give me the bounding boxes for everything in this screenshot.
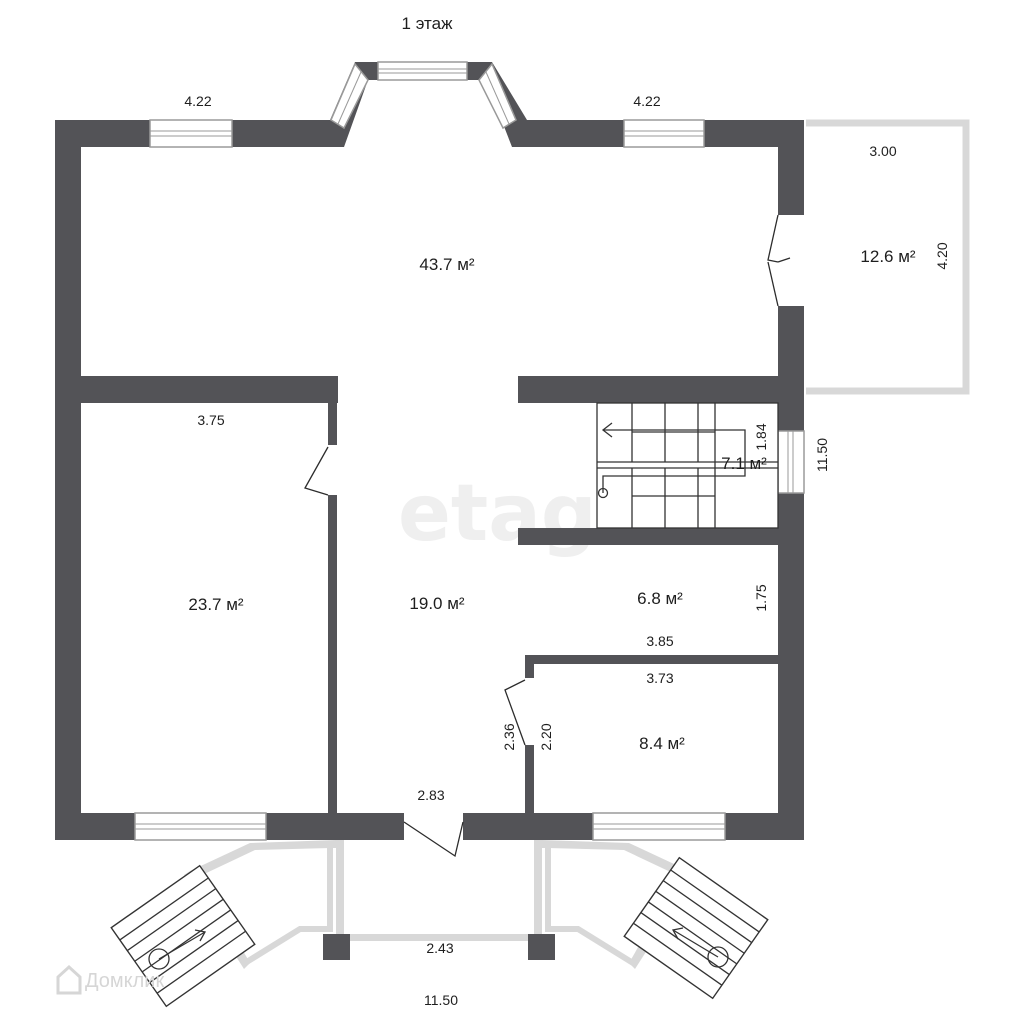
dim-terrace-depth: 4.20 xyxy=(934,242,950,269)
area-stairs: 7.1 м² xyxy=(721,454,767,473)
dim-top-left: 4.22 xyxy=(184,93,211,109)
area-bedroom: 23.7 м² xyxy=(188,595,243,614)
dim-storage-depth: 1.75 xyxy=(753,584,769,611)
dim-bottom-total: 11.50 xyxy=(424,992,458,1008)
dim-side-total: 11.50 xyxy=(814,438,830,472)
area-living: 43.7 м² xyxy=(419,255,474,274)
watermark-etagi: etagi xyxy=(398,469,623,559)
area-bath: 8.4 м² xyxy=(639,734,685,753)
dim-terrace-width: 3.00 xyxy=(869,143,896,159)
dim-porch-width: 2.43 xyxy=(426,940,453,956)
doors xyxy=(304,214,791,858)
house-logo-icon xyxy=(56,964,82,995)
dim-corridor-depth: 2.36 xyxy=(501,723,517,750)
watermark-corner: Домклик xyxy=(85,970,164,992)
dim-entrance-width: 2.83 xyxy=(417,787,444,803)
dim-top-right: 4.22 xyxy=(633,93,660,109)
dim-bath-width: 3.73 xyxy=(646,670,673,686)
floor-title: 1 этаж xyxy=(402,14,454,33)
dim-bedroom-width: 3.75 xyxy=(197,412,224,428)
porch xyxy=(110,840,769,1008)
windows xyxy=(134,61,805,841)
dim-stairs-width: 1.84 xyxy=(753,423,769,450)
terrace-outline xyxy=(806,119,970,395)
area-hall: 19.0 м² xyxy=(409,594,464,613)
dim-storage-width: 3.85 xyxy=(646,633,673,649)
dim-bath-depth: 2.20 xyxy=(538,723,554,750)
area-storage: 6.8 м² xyxy=(637,589,683,608)
area-terrace: 12.6 м² xyxy=(860,247,915,266)
internal-stairs xyxy=(596,402,779,529)
